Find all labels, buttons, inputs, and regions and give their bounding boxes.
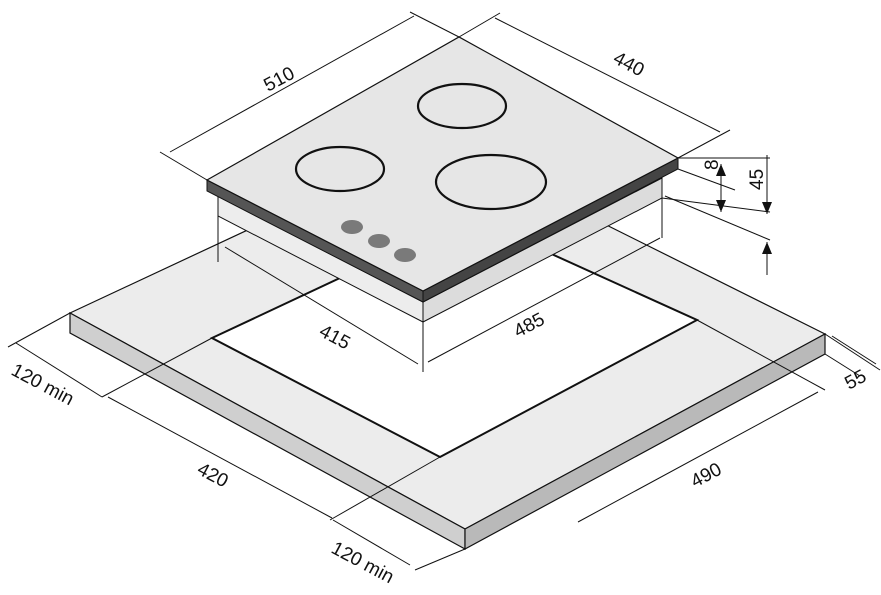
- label-glass-thickness: 8: [702, 159, 723, 170]
- label-hob-depth: 440: [610, 48, 648, 81]
- label-side-clearance: 55: [841, 366, 870, 394]
- hob-glass: [205, 36, 680, 303]
- label-front-clearance: 120 min: [328, 538, 398, 588]
- label-hob-width: 510: [260, 63, 298, 96]
- control-knob-1: [341, 220, 363, 234]
- label-worktop-side-b: 490: [687, 459, 725, 492]
- dimension-lines: [7, 11, 881, 571]
- hob-burner-left: [294, 145, 386, 193]
- label-worktop-side-a: 420: [194, 459, 232, 492]
- control-knob-3: [394, 248, 416, 262]
- control-knob-2: [368, 234, 390, 248]
- hob-burner-rear: [416, 82, 508, 130]
- label-total-height: 45: [747, 169, 768, 190]
- worktop: [68, 140, 827, 551]
- hob-burner-right: [434, 153, 548, 211]
- label-rear-clearance: 120 min: [8, 360, 78, 410]
